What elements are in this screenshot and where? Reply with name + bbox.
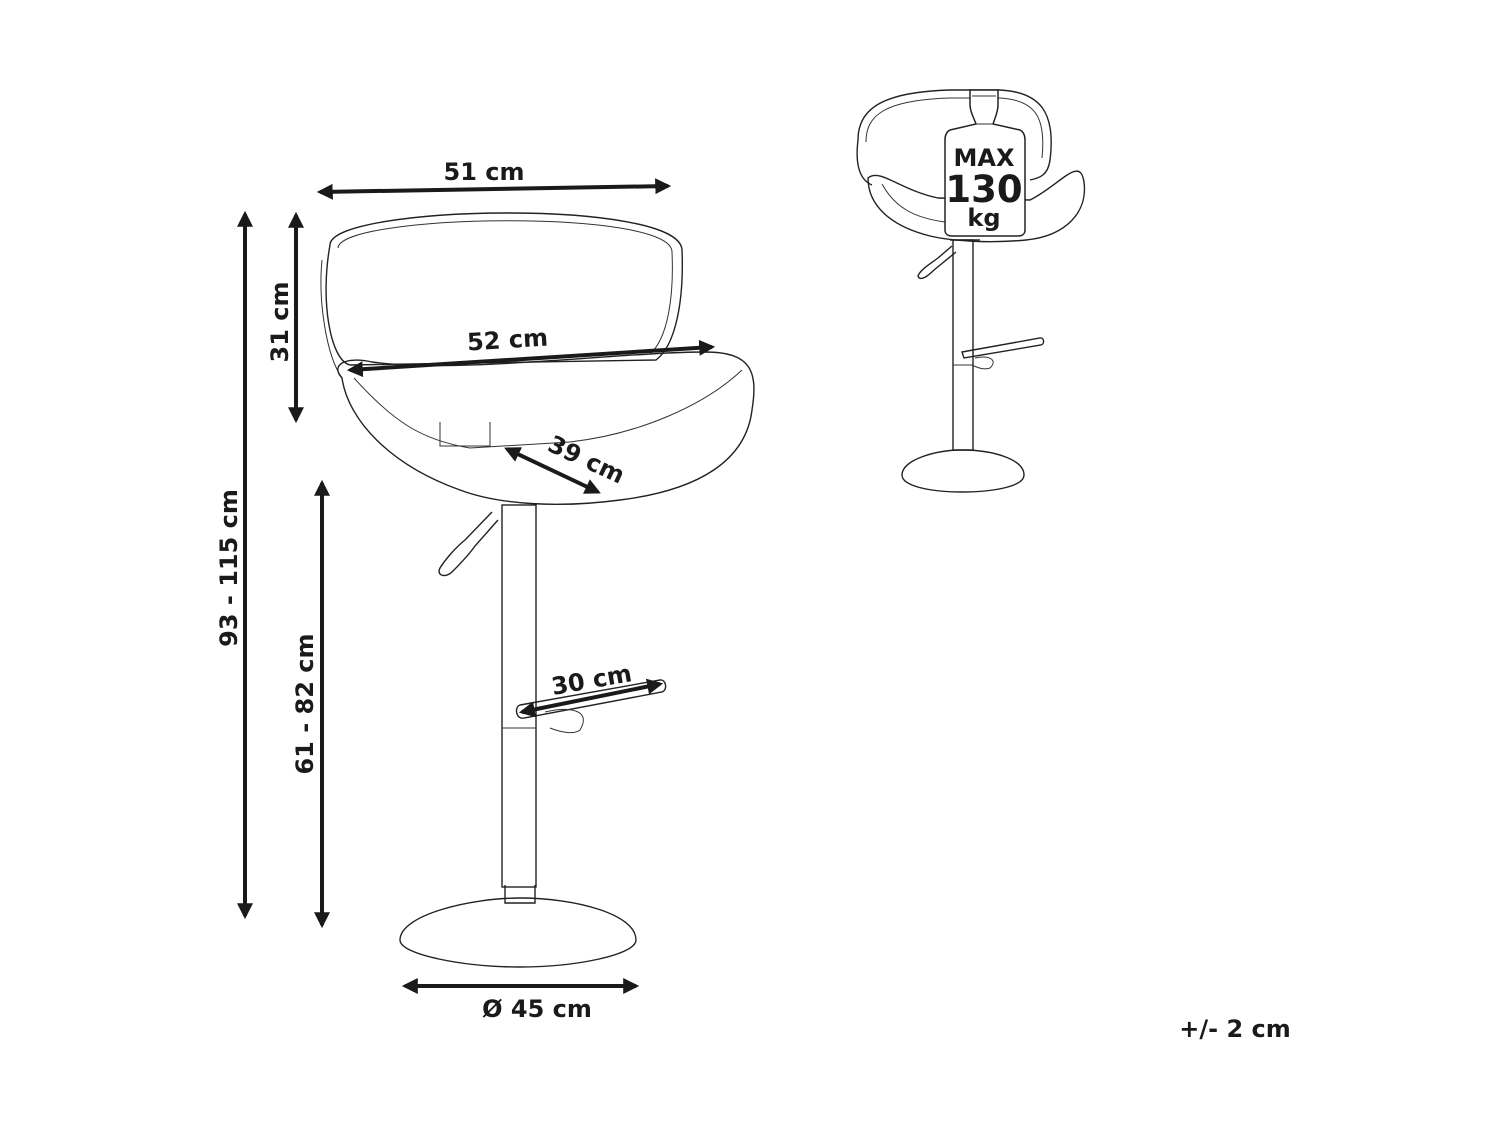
label-seat-height: 61 - 82 cm bbox=[291, 633, 319, 774]
label-seat-width: 52 cm bbox=[466, 324, 549, 357]
dimension-arrows bbox=[237, 178, 716, 994]
gas-lever bbox=[438, 511, 499, 577]
base-disc bbox=[399, 897, 637, 968]
column bbox=[501, 504, 537, 888]
label-footrest: 30 cm bbox=[549, 659, 634, 701]
backrest-outline bbox=[325, 212, 683, 366]
max-load-unit: kg bbox=[967, 204, 1000, 232]
arrow-seat-depth bbox=[504, 447, 601, 494]
arrow-footrest bbox=[518, 678, 664, 718]
label-back-height: 31 cm bbox=[266, 282, 294, 363]
small-stool-drawing bbox=[856, 89, 1086, 493]
label-top-width: 51 cm bbox=[444, 158, 525, 186]
max-load-label: MAX bbox=[954, 144, 1015, 172]
max-load-value: 130 bbox=[945, 168, 1022, 211]
seat-outline bbox=[337, 351, 755, 505]
label-total-height: 93 - 115 cm bbox=[215, 489, 243, 647]
label-seat-depth: 39 cm bbox=[544, 430, 629, 490]
max-load-badge bbox=[944, 89, 1026, 237]
label-base-diameter: Ø 45 cm bbox=[482, 995, 592, 1023]
arrow-seat-width bbox=[346, 339, 716, 378]
arrow-top-width bbox=[316, 178, 672, 200]
tolerance-note: +/- 2 cm bbox=[1179, 1015, 1290, 1043]
